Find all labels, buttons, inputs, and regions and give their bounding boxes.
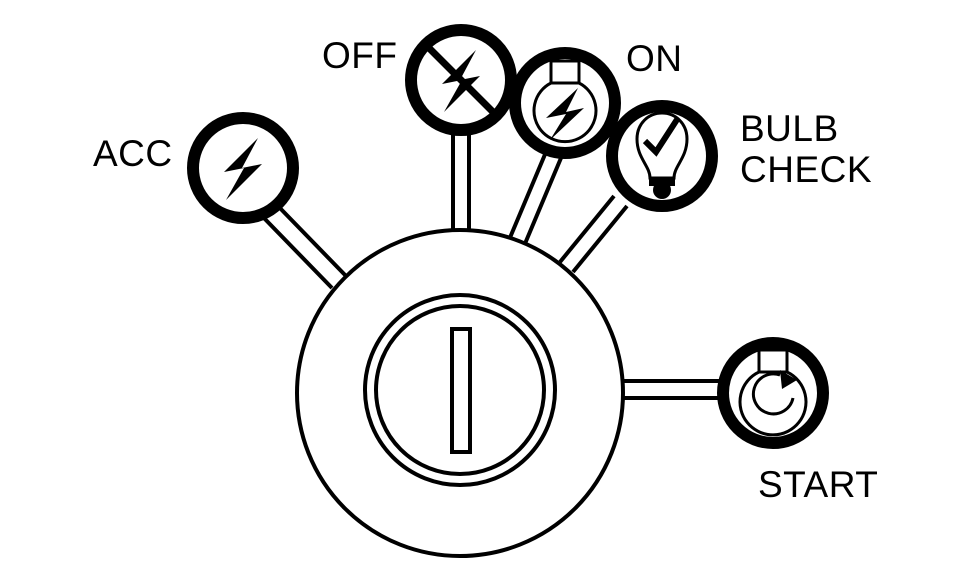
label-on: ON — [626, 38, 683, 79]
ignition-switch-body — [295, 228, 625, 558]
spoke-acc — [260, 202, 348, 290]
label-check: CHECK — [740, 149, 873, 190]
spoke-on — [507, 151, 563, 247]
label-off: OFF — [322, 35, 398, 76]
spoke-bulb-check — [558, 194, 629, 274]
power-bolt-icon — [187, 112, 299, 224]
key-slot-icon — [450, 327, 472, 454]
spoke-off — [451, 132, 471, 232]
key-rotate-icon — [717, 337, 829, 449]
label-start: START — [758, 464, 879, 505]
label-acc: ACC — [93, 133, 173, 174]
bulb-check-icon — [606, 100, 718, 212]
key-bolt-icon — [509, 47, 621, 159]
spoke-start — [624, 379, 720, 400]
power-off-icon — [405, 24, 517, 136]
label-bulb: BULB — [740, 108, 839, 149]
